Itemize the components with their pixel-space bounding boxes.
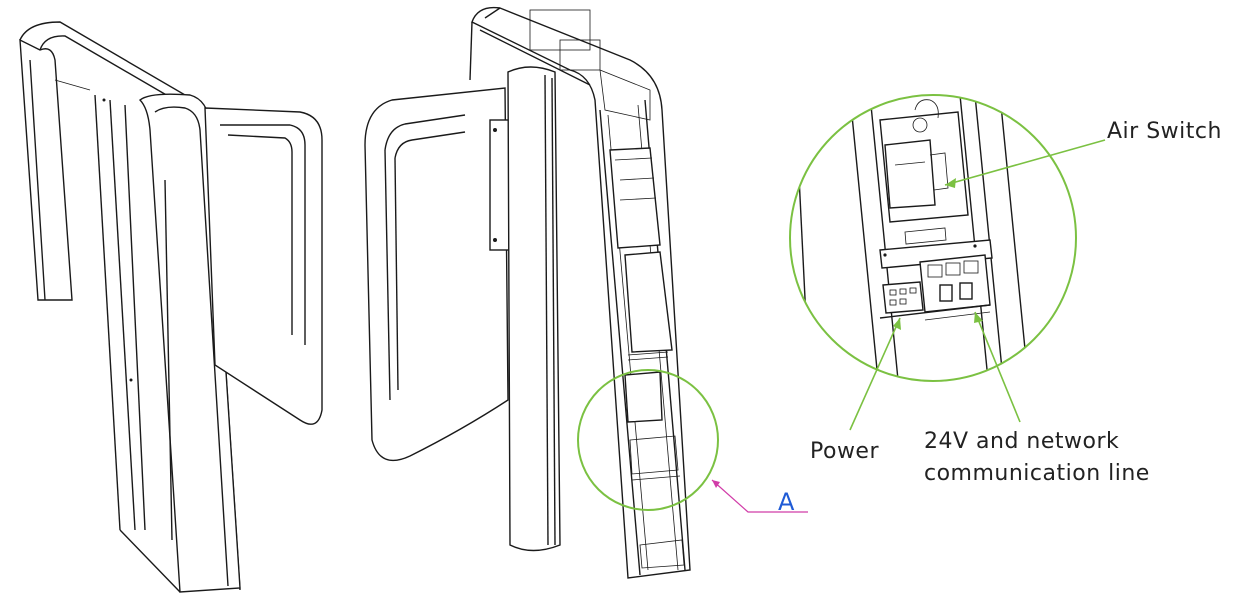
zoom-detail-view	[789, 94, 1077, 382]
air-switch-callout-line	[944, 139, 1106, 186]
detail-a-label: A	[778, 488, 795, 516]
zoom-circle-border	[789, 94, 1077, 382]
power-callout-line	[849, 317, 901, 431]
network-line-label-1: 24V and network	[924, 429, 1119, 454]
detail-a-leader	[711, 479, 808, 513]
line-callout-line	[974, 311, 1021, 423]
detail-a-circle	[577, 369, 719, 511]
network-line-label-2: communication line	[924, 461, 1150, 486]
air-switch-label: Air Switch	[1107, 119, 1222, 144]
callout-lines	[849, 139, 1106, 431]
left-turnstile-unit	[19, 21, 323, 593]
middle-turnstile-unit	[364, 6, 808, 579]
power-label: Power	[810, 439, 879, 464]
